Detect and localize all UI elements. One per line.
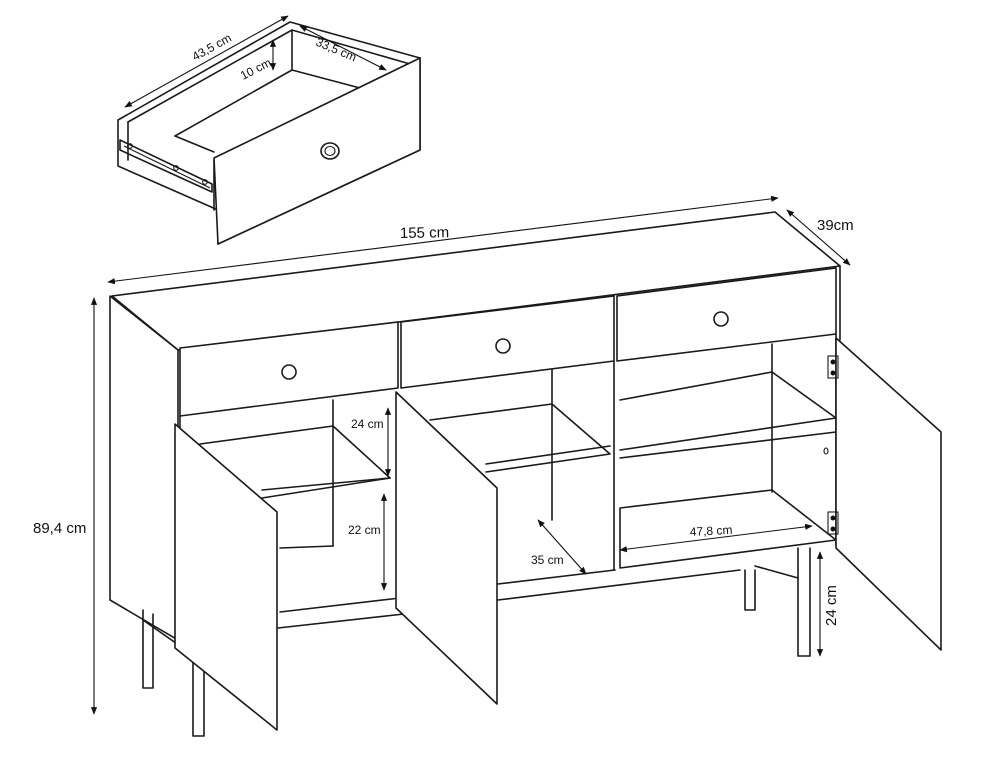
- total-width-label: 155 cm: [400, 224, 449, 242]
- inner-width-label: 47,8 cm: [689, 523, 732, 539]
- drawer-box: [117, 21, 421, 245]
- dimension-depth: 39cm: [786, 209, 854, 266]
- leg-height-label: 24 cm: [823, 585, 840, 626]
- door-left: [174, 423, 278, 731]
- leg-front-right: [192, 654, 205, 737]
- drawer-knob-middle: [495, 338, 511, 354]
- dimension-shelf-upper: 24 cm: [351, 407, 392, 477]
- drawer-detail: 43,5 cm 33,5 cm 10 cm: [117, 15, 421, 245]
- leg-back-right: [744, 569, 756, 611]
- sideboard: [109, 211, 942, 737]
- hinge-lower: [827, 511, 839, 535]
- drawer-knob-right: [713, 311, 729, 327]
- dimension-shelf-lower: 22 cm: [348, 493, 388, 591]
- depth-label: 39cm: [817, 217, 854, 234]
- leg-front-left: [142, 609, 154, 689]
- shelf-gap-upper-label: 24 cm: [351, 417, 384, 431]
- drawer-front-left: [179, 321, 399, 417]
- height-label: 89,4 cm: [33, 520, 86, 537]
- inner-depth-label: 35 cm: [531, 553, 564, 567]
- dimension-inner-depth: 35 cm: [531, 519, 587, 575]
- dimension-height: 89,4 cm: [33, 297, 98, 715]
- door-right: [835, 337, 942, 651]
- dimension-leg-height: 24 cm: [816, 551, 840, 657]
- shelf-gap-lower-label: 22 cm: [348, 523, 381, 537]
- leg-front-right-side: [797, 547, 811, 657]
- door-middle: [395, 391, 498, 705]
- dimension-inner-width: 47,8 cm: [619, 523, 813, 553]
- drawer-knob-left: [281, 364, 297, 380]
- dimension-total-width: 155 cm: [107, 195, 779, 285]
- hinge-upper: [827, 355, 839, 379]
- side-panel-left: [109, 295, 179, 641]
